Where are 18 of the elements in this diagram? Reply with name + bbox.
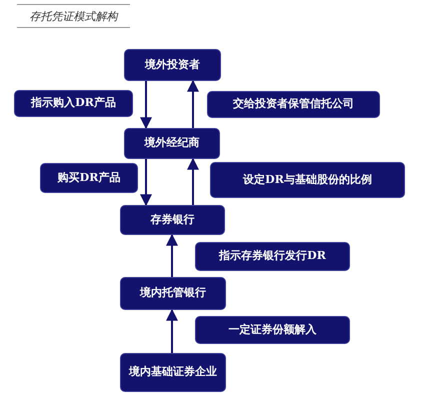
arrow xyxy=(166,308,178,353)
process-box: 境内基础证券企业 xyxy=(120,353,226,392)
arrow xyxy=(187,158,199,205)
arrow xyxy=(187,80,199,128)
note-box: 购买DR产品 xyxy=(40,163,138,193)
process-box: 境内托管银行 xyxy=(120,277,226,310)
process-box: 存券银行 xyxy=(120,205,225,235)
note-box: 交给投资者保管信托公司 xyxy=(207,91,380,118)
note-box: 指示购入DR产品 xyxy=(14,90,133,117)
arrow xyxy=(140,81,152,130)
arrow xyxy=(140,159,152,206)
process-box: 境外投资者 xyxy=(124,49,221,81)
arrow xyxy=(166,234,178,277)
title: 存托凭证模式解构 xyxy=(17,4,130,28)
process-box: 境外经纪商 xyxy=(124,128,220,159)
note-box: 一定证券份额解入 xyxy=(195,316,350,344)
note-box: 设定DR与基础股份的比例 xyxy=(210,162,405,198)
note-box: 指示存券银行发行DR xyxy=(195,242,350,271)
